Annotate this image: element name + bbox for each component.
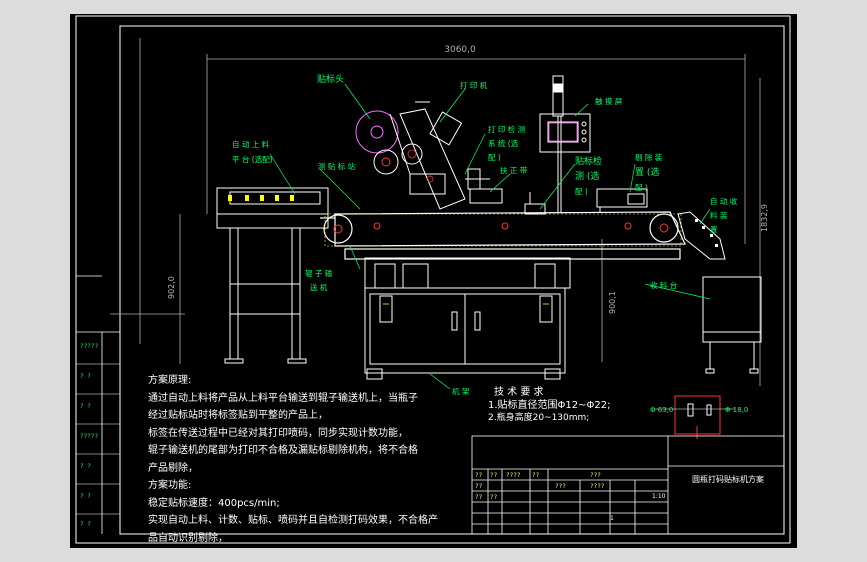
- title-block-cell: ??: [490, 494, 498, 501]
- note-line: 方案功能:: [148, 480, 192, 491]
- title-block-cell: ??: [532, 472, 540, 479]
- tech-req-title: 技 术 要 求: [494, 387, 544, 398]
- title-block-name: 圆瓶打码贴标机方案: [692, 474, 764, 484]
- collect-table: [702, 276, 762, 374]
- labeler-head: [355, 101, 466, 210]
- revision-cell: ? ?: [80, 463, 91, 470]
- label-reject: 剔 除 装: [635, 152, 663, 162]
- note-line: 经过贴标站时将标签贴到平整的产品上，: [148, 410, 328, 421]
- label-auto-collect2: 料 装: [710, 210, 728, 220]
- label-inspection-unit: [524, 192, 546, 215]
- dim-conveyor-height: 900,1: [608, 291, 617, 314]
- label-rack: 机 架: [452, 386, 470, 396]
- revision-cell: ? ?: [80, 373, 91, 380]
- label-feed-platform: 平 台 (选配): [232, 154, 273, 164]
- note-line: 通过自动上料将产品从上料平台输送到辊子输送机上，当瓶子: [148, 392, 418, 404]
- label-roller-conveyor: 辊 子 输: [305, 268, 333, 278]
- label-printer: 打 印 机: [460, 80, 488, 90]
- revision-cell: ?????: [80, 433, 98, 440]
- detail-right-dia: Φ 18,0: [725, 406, 748, 414]
- title-block-sheet: 1: [610, 515, 614, 522]
- cad-viewport[interactable]: ?????? ?? ??????? ?? ?? ? 3060,0 1832,9 …: [70, 14, 797, 548]
- title-block-cell: ??: [475, 494, 483, 501]
- note-line: 方案原理:: [148, 375, 192, 386]
- revision-cell: ? ?: [80, 521, 91, 528]
- label-print-inspection-opt: 系 统 (选: [488, 138, 519, 148]
- note-line: 标签在传送过程中已经对其打印喷码，同步实现计数功能，: [148, 427, 408, 439]
- title-block: [471, 435, 785, 535]
- dim-overall-length: 3060,0: [444, 45, 476, 55]
- detail-view: [655, 395, 735, 439]
- note-line: 实现自动上料、计数、贴标、喷码并且自检测打码效果，不合格产: [148, 515, 438, 526]
- note-line: 稳定贴标速度：400pcs/min;: [148, 497, 280, 509]
- label-label-inspection3: 配 ): [575, 187, 588, 196]
- title-block-cell: ???: [590, 472, 601, 479]
- title-block-cell: ???: [555, 483, 566, 490]
- tech-req-line1: 1.贴标直径范围Φ12~Φ22;: [488, 400, 611, 411]
- label-auto-collect3: 置: [710, 225, 718, 234]
- scheme-notes: 方案原理: 通过自动上料将产品从上料平台输送到辊子输送机上，当瓶子 经过贴标站时…: [148, 372, 438, 547]
- label-label-inspection: 贴标检: [575, 155, 602, 167]
- note-line: 产品剔除，: [148, 462, 198, 474]
- revision-cell: ? ?: [80, 403, 91, 410]
- title-block-cell: ????: [506, 472, 521, 479]
- label-label-sensor: 测 贴 标 站: [318, 161, 356, 171]
- title-block-scale: 1:10: [652, 493, 666, 500]
- dim-overall-height: 1832,9: [760, 204, 769, 232]
- conveyor: [320, 211, 686, 260]
- title-block-cell: ??: [490, 472, 498, 479]
- inner-border: [119, 25, 785, 535]
- label-touch-screen: 触 摸 屏: [595, 96, 623, 106]
- detail-left-dia: Φ 63,0: [650, 406, 673, 414]
- machine-drawing: ?????? ?? ??????? ?? ?? ? 3060,0 1832,9 …: [75, 15, 791, 544]
- label-auto-collect: 自 动 收: [710, 196, 738, 206]
- title-block-cell: ????: [590, 483, 605, 490]
- label-reject2: 置 (选: [635, 166, 659, 178]
- touch-screen-post: [539, 75, 591, 212]
- print-inspection-unit: [465, 168, 503, 204]
- label-collect-table: 收 料 台: [650, 280, 677, 290]
- revision-cell: ? ?: [80, 493, 91, 500]
- label-reject3: 配 ): [635, 183, 648, 192]
- label-print-inspection: 打 印 检 测: [488, 124, 525, 134]
- title-block-cell: ??: [475, 472, 483, 479]
- revision-cell: ?????: [80, 343, 98, 350]
- label-alignment: 扶 正 带: [500, 165, 528, 175]
- label-print-inspection-opt2: 配 ): [488, 153, 501, 162]
- note-line: 辊子输送机的尾部为打印不合格及漏贴标剔除机构，将不合格: [148, 445, 418, 456]
- label-label-inspection2: 测 (选: [575, 170, 599, 182]
- note-line: 品自动识别剔除，: [148, 532, 228, 544]
- reject-device: [596, 188, 648, 212]
- reject-chute: [677, 211, 726, 260]
- machine-rack: [364, 257, 571, 380]
- label-roller-conveyor2: 送 机: [310, 282, 328, 292]
- outer-border: [75, 15, 791, 544]
- title-block-cell: ??: [475, 483, 483, 490]
- label-auto-feed: 自 动 上 料: [232, 139, 270, 149]
- dim-left-height: 902,0: [167, 276, 176, 299]
- tech-requirements: 技 术 要 求 1.贴标直径范围Φ12~Φ22; 2.瓶身高度20~130mm;: [488, 386, 610, 425]
- tech-req-line2: 2.瓶身高度20~130mm;: [488, 413, 590, 423]
- label-labeler-head: 贴标头: [317, 73, 344, 85]
